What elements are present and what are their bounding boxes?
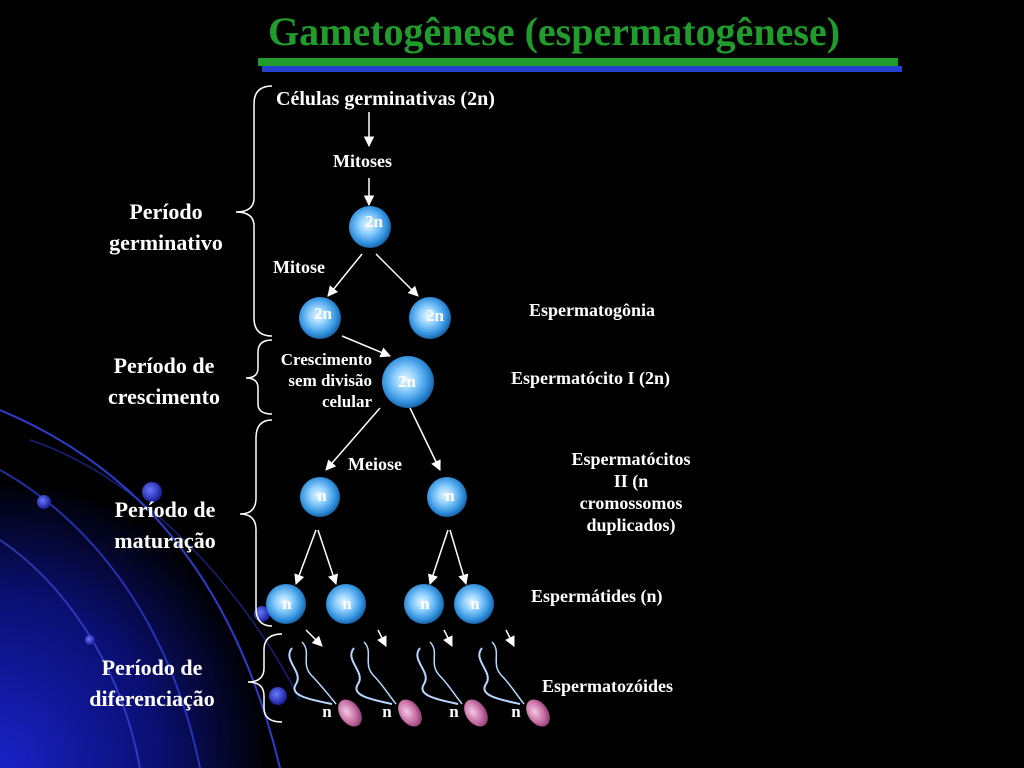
- cell-spermatid-1: [266, 584, 306, 624]
- ploidy-label-spermatid-3: n: [420, 594, 430, 613]
- sperm-4: [478, 641, 550, 727]
- slide-title: Gametogênese (espermatogênese): [268, 9, 841, 54]
- arrow-split-1a: [294, 529, 317, 585]
- ploidy-label-sperm-4: n: [511, 702, 521, 721]
- period-crescimento: Período de crescimento: [96, 350, 232, 412]
- sperm-2: [350, 641, 422, 727]
- stage-espermatogonia: Espermatogônia: [529, 300, 655, 320]
- period-germinativo: Período germinativo: [100, 196, 232, 258]
- stage-espermatocitos-2: Espermatócitos II (n cromossomos duplica…: [548, 448, 714, 536]
- stage-espermatocitos-2-line-2: II (n: [613, 471, 649, 491]
- cell-spermatid-2: [326, 584, 366, 624]
- stage-espermatocitos-2-line-4: duplicados): [586, 515, 676, 535]
- stage-espermatozoides: Espermatozóides: [542, 676, 673, 696]
- arrow-split-2b: [449, 529, 469, 586]
- arrow-meiose-left: [325, 407, 381, 471]
- ploidy-label-sperm-1: n: [322, 702, 332, 721]
- stage-espermatides: Espermátides (n): [531, 586, 663, 606]
- cell-spermatogonia-left: [299, 297, 341, 339]
- ploidy-label-spermatocyte-2-left: n: [317, 486, 327, 505]
- cell-spermatid-3: [404, 584, 444, 624]
- label-crescimento-line-1: Crescimento: [280, 350, 372, 369]
- arrow-diff-1: [305, 629, 323, 647]
- label-mitoses: Mitoses: [333, 151, 392, 171]
- arrow-meiose-right: [409, 407, 441, 471]
- period-germinativo-line-2: germinativo: [109, 230, 223, 255]
- stage-espermatocitos-2-line-1: Espermatócitos: [571, 449, 691, 469]
- bracket-diferenciacao: [247, 633, 283, 723]
- cells: [266, 206, 494, 624]
- ploidy-label-sperm-3: n: [449, 702, 459, 721]
- sperm-3: [416, 641, 488, 727]
- label-meiose: Meiose: [348, 454, 402, 474]
- period-diferenciacao-line-1: Período de: [101, 655, 203, 680]
- label-celulas-germinativas: Células germinativas (2n): [276, 88, 495, 110]
- label-crescimento-line-2: sem divisão: [288, 371, 372, 390]
- cell-spermatocyte-2-left: [300, 477, 340, 517]
- cell-spermatocyte-1: [382, 356, 434, 408]
- cell-spermatocyte-2-right: [427, 477, 467, 517]
- period-crescimento-line-2: crescimento: [108, 384, 220, 409]
- title-underline-blue: [262, 66, 902, 72]
- ploidy-label-germinal: 2n: [365, 212, 383, 231]
- label-crescimento: Crescimento sem divisão celular: [256, 349, 372, 412]
- ploidy-label-spermatogonia-right: 2n: [426, 306, 444, 325]
- period-diferenciacao: Período de diferenciação: [74, 652, 230, 714]
- stage-espermatocitos-2-line-3: cromossomos: [579, 493, 683, 513]
- arrow-mitose-left: [327, 253, 363, 297]
- arrow-growth: [341, 335, 391, 358]
- cell-germinal-2n: [349, 206, 391, 248]
- ploidy-label-spermatid-4: n: [470, 594, 480, 613]
- bracket-germinativo: [235, 85, 273, 337]
- period-maturacao: Período de maturação: [100, 494, 230, 556]
- ploidy-label-sperm-2: n: [382, 702, 392, 721]
- cell-spermatogonia-right: [409, 297, 451, 339]
- period-germinativo-line-1: Período: [129, 199, 203, 224]
- period-diferenciacao-line-2: diferenciação: [89, 686, 215, 711]
- title-underline-green: [258, 58, 898, 66]
- ploidy-label-spermatid-2: n: [342, 594, 352, 613]
- cell-spermatid-4: [454, 584, 494, 624]
- bracket-crescimento: [245, 339, 273, 415]
- period-maturacao-line-2: maturação: [114, 528, 216, 553]
- ploidy-label-spermatocyte-2-right: n: [445, 486, 455, 505]
- arrow-diff-3: [443, 629, 453, 647]
- arrow-diff-2: [377, 629, 387, 647]
- sperm-cells: [288, 641, 550, 727]
- ploidy-label-spermatid-1: n: [282, 594, 292, 613]
- sperm-1: [288, 641, 362, 727]
- label-mitose: Mitose: [273, 257, 325, 277]
- ploidy-label-spermatogonia-left: 2n: [314, 304, 332, 323]
- period-maturacao-line-1: Período de: [114, 497, 216, 522]
- arrow-split-1b: [317, 529, 338, 585]
- period-crescimento-line-1: Período de: [113, 353, 215, 378]
- arrow-mitose-right: [375, 253, 419, 297]
- stage-espermatocito-1: Espermatócito I (2n): [511, 368, 670, 388]
- arrow-diff-4: [505, 629, 515, 647]
- arrow-split-2a: [428, 529, 449, 585]
- ploidy-label-spermatocyte-1: 2n: [398, 372, 416, 391]
- label-crescimento-line-3: celular: [321, 392, 372, 411]
- bracket-maturacao: [239, 419, 273, 627]
